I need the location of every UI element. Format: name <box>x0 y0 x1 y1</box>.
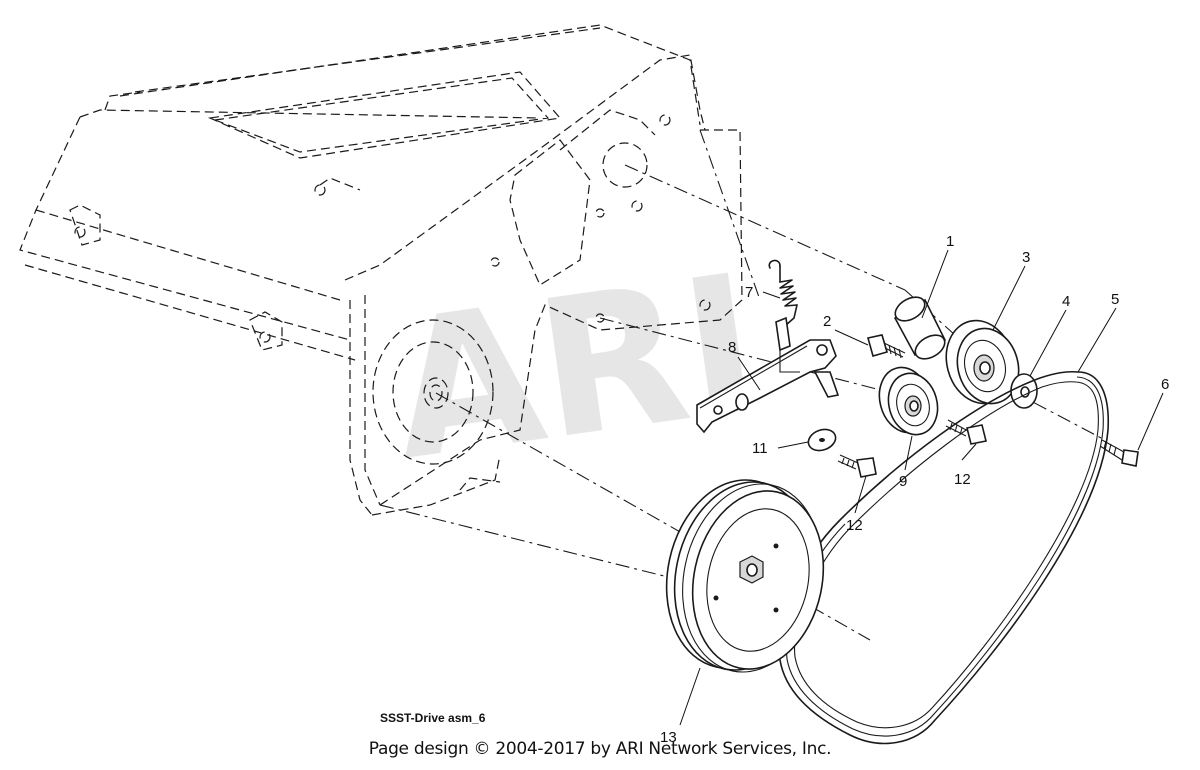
callout-7: 7 <box>745 284 753 301</box>
callout-12-upper: 12 <box>954 471 971 488</box>
part-1-spacer <box>893 296 947 360</box>
watermark: ARI <box>379 233 770 503</box>
part-3-idler-pulley <box>945 319 1020 405</box>
callout-5: 5 <box>1111 291 1119 308</box>
leader-lines <box>679 249 1164 726</box>
part-6-shoulder-bolt <box>1099 439 1139 467</box>
part-5-drive-belt <box>778 370 1110 745</box>
callout-13: 13 <box>660 729 677 746</box>
diagram-id-label: SSST-Drive asm_6 <box>380 711 486 725</box>
callouts: 1 3 4 5 6 2 7 8 9 11 12 12 13 <box>660 233 1169 746</box>
callout-9: 9 <box>899 473 907 490</box>
part-2-bolt <box>867 334 906 359</box>
callout-4: 4 <box>1062 293 1070 310</box>
callout-12-lower: 12 <box>846 517 863 534</box>
part-13-drive-pulley <box>665 479 825 673</box>
part-7-spring <box>768 259 798 326</box>
callout-11: 11 <box>752 440 768 457</box>
auger-housing <box>19 24 743 516</box>
part-8-idler-bracket <box>696 316 840 434</box>
callout-6: 6 <box>1161 376 1169 393</box>
part-12-bolt-upper <box>945 419 987 445</box>
part-9-flat-idler <box>878 366 939 436</box>
callout-1: 1 <box>946 233 954 250</box>
callout-3: 3 <box>1022 249 1030 266</box>
callout-2: 2 <box>823 313 831 330</box>
part-11-washer <box>807 428 837 452</box>
callout-8: 8 <box>728 339 736 356</box>
copyright-notice: Page design © 2004-2017 by ARI Network S… <box>368 739 832 759</box>
part-12-bolt-lower <box>837 454 877 478</box>
